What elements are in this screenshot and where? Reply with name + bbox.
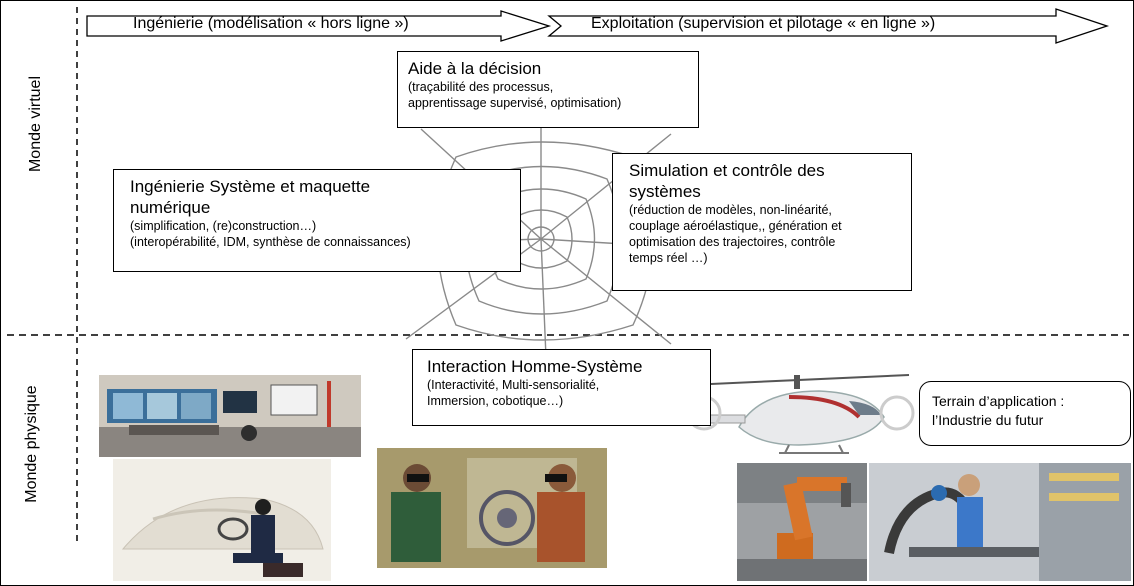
physical-world-label: Monde physique — [23, 385, 40, 503]
simulation-line-4: temps réel …) — [629, 251, 708, 265]
interaction-line-1: (Interactivité, Multi-sensorialité, — [427, 378, 600, 392]
application-field-box: Terrain d’application : l’Industrie du f… — [919, 381, 1131, 446]
vr-lab-illustration — [99, 375, 361, 457]
collaboration-vr-illustration — [377, 448, 607, 568]
cobot-factory-illustration — [869, 463, 1131, 581]
immersive-car-photo — [113, 459, 331, 581]
helicopter-photo — [669, 357, 919, 469]
interaction-title: Interaction Homme-Système — [427, 357, 643, 376]
simulation-line-2: couplage aéroélastique,, génération et — [629, 219, 842, 233]
system-engineering-line-2: (interopérabilité, IDM, synthèse de conn… — [130, 235, 411, 249]
operation-arrow-label: Exploitation (supervision et pilotage « … — [591, 15, 936, 32]
decision-support-line-2: apprentissage supervisé, optimisation) — [408, 96, 622, 110]
immersive-car-illustration — [113, 459, 331, 581]
helicopter-illustration — [686, 374, 915, 454]
decision-support-title: Aide à la décision — [408, 59, 542, 78]
simulation-title-1: Simulation et contrôle des — [629, 161, 825, 180]
timeline-arrows — [86, 8, 1110, 44]
virtual-world-label: Monde virtuel — [27, 75, 44, 173]
simulation-control-box: Simulation et contrôle des systèmes (réd… — [612, 153, 912, 291]
application-line-1: Terrain d’application : — [932, 393, 1065, 409]
human-system-interaction-box: Interaction Homme-Système (Interactivité… — [412, 349, 711, 426]
industrial-robot-illustration — [737, 463, 867, 581]
system-engineering-title-1: Ingénierie Système et maquette — [130, 177, 371, 196]
simulation-line-3: optimisation des trajectoires, contrôle — [629, 235, 836, 249]
engineering-arrow-label: Ingénierie (modélisation « hors ligne ») — [133, 15, 409, 32]
decision-support-line-1: (traçabilité des processus, — [408, 80, 554, 94]
cobot-factory-photo — [869, 463, 1131, 581]
operation-arrow — [547, 8, 1110, 44]
industrial-robot-photo — [737, 463, 867, 581]
vr-lab-photo — [99, 375, 361, 457]
interaction-line-2: Immersion, cobotique…) — [427, 394, 564, 408]
decision-support-box: Aide à la décision (traçabilité des proc… — [397, 51, 699, 128]
collaboration-vr-photo — [377, 448, 607, 568]
system-engineering-box: Ingénierie Système et maquette numérique… — [113, 169, 521, 272]
application-line-2: l’Industrie du futur — [932, 412, 1044, 428]
system-engineering-line-1: (simplification, (re)construction…) — [130, 219, 317, 233]
engineering-arrow — [86, 10, 552, 42]
simulation-title-2: systèmes — [629, 182, 701, 201]
simulation-line-1: (réduction de modèles, non-linéarité, — [629, 203, 832, 217]
system-engineering-title-2: numérique — [130, 198, 211, 217]
